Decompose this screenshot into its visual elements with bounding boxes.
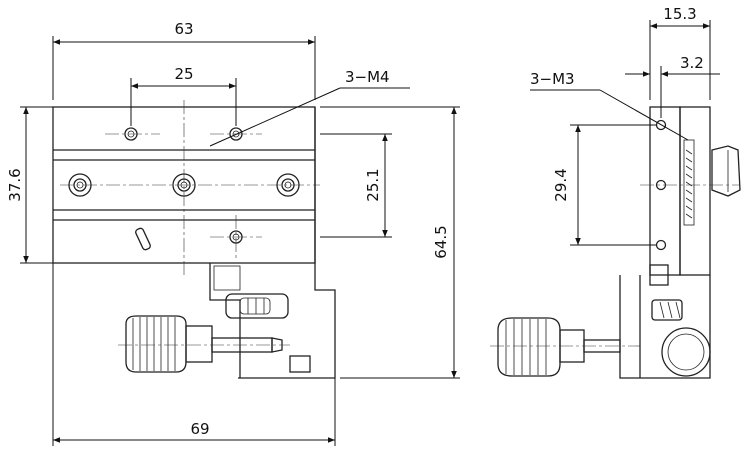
dim-width-bottom: 69 [52, 263, 336, 446]
dim-width-top: 63 [52, 20, 316, 100]
dim-height-left: 37.6 [6, 106, 53, 264]
side-knob-assembly [490, 299, 711, 377]
callout-m4: 3−M4 [209, 68, 410, 147]
callout-label: 3−M3 [530, 70, 575, 88]
callout-label: 3−M4 [345, 68, 390, 86]
stage-top-plate [52, 106, 336, 379]
dim-label: 15.3 [663, 5, 696, 23]
adjustment-knob [118, 293, 311, 373]
dim-label: 69 [190, 420, 209, 438]
m3-hole [655, 119, 667, 131]
dim-hole-pitch: 29.4 [552, 124, 656, 246]
dim-side-width: 15.3 [649, 5, 711, 100]
center-lines [60, 100, 320, 278]
dim-inner-height: 25.1 [320, 133, 392, 238]
side-body [619, 106, 741, 379]
dim-label: 25.1 [364, 168, 382, 201]
dim-label: 29.4 [552, 168, 570, 201]
m3-hole [655, 239, 667, 251]
dim-label: 3.2 [680, 54, 704, 72]
dim-total-height: 64.5 [320, 106, 460, 379]
dim-label: 64.5 [432, 225, 450, 258]
front-view: 63 25 3−M4 37.6 25.1 [6, 20, 460, 446]
dim-label: 63 [174, 20, 193, 38]
side-view: 15.3 3.2 3−M3 29.4 [490, 5, 741, 379]
dim-label: 25 [174, 65, 193, 83]
callout-m3: 3−M3 [530, 70, 689, 141]
dim-label: 37.6 [6, 168, 24, 201]
side-holes [640, 119, 740, 251]
dim-side-offset: 3.2 [625, 54, 720, 118]
lock-lever [135, 227, 151, 251]
dim-hole-spacing: 25 [130, 65, 237, 126]
